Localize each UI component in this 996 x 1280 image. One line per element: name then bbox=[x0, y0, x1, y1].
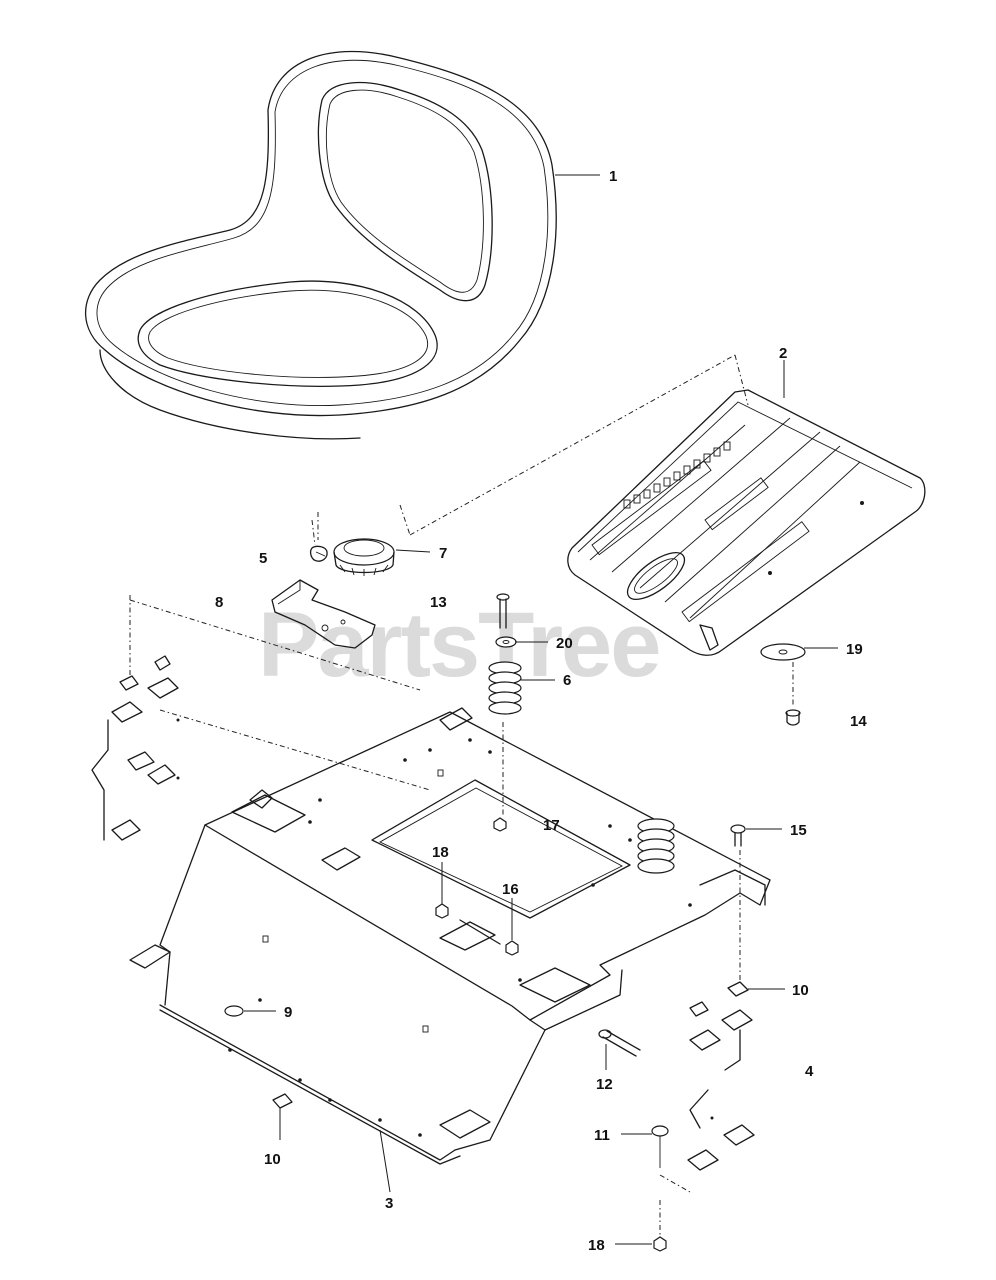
clevis-pin bbox=[651, 1125, 669, 1168]
callout-labels: 1 2 3 4 5 6 7 8 9 10 10 11 12 13 14 15 1… bbox=[215, 168, 867, 1254]
callout-15: 15 bbox=[790, 822, 807, 839]
seat-frame bbox=[129, 707, 771, 1165]
plug bbox=[224, 1005, 244, 1017]
callout-4: 4 bbox=[805, 1063, 814, 1080]
alignment-lines bbox=[129, 354, 794, 1235]
washer bbox=[495, 636, 517, 648]
nut-lower bbox=[653, 1236, 667, 1252]
callout-10b: 10 bbox=[264, 1151, 281, 1168]
long-bolt bbox=[598, 1029, 641, 1057]
callout-5: 5 bbox=[259, 550, 267, 567]
callout-18a: 18 bbox=[432, 844, 449, 861]
seat-switch bbox=[333, 538, 395, 576]
callout-19: 19 bbox=[846, 641, 863, 658]
callout-13: 13 bbox=[430, 594, 447, 611]
callout-3: 3 bbox=[385, 1195, 393, 1212]
callout-9: 9 bbox=[284, 1004, 292, 1021]
left-bracket bbox=[91, 655, 180, 841]
callout-12: 12 bbox=[596, 1076, 613, 1093]
callout-20: 20 bbox=[556, 635, 573, 652]
flange-bolt bbox=[730, 824, 746, 847]
leader-lines bbox=[244, 174, 838, 1245]
callout-17: 17 bbox=[543, 817, 560, 834]
seat bbox=[84, 50, 557, 440]
pin-bolt bbox=[459, 919, 519, 956]
callout-7: 7 bbox=[439, 545, 447, 562]
nut-left bbox=[435, 903, 449, 919]
callout-14: 14 bbox=[850, 713, 867, 730]
watermark: PartsTree bbox=[258, 594, 659, 696]
shoulder-bolt bbox=[785, 709, 801, 726]
switch-bracket bbox=[271, 579, 376, 649]
switch-clip bbox=[310, 545, 328, 562]
large-washer bbox=[760, 643, 806, 661]
callout-11: 11 bbox=[594, 1127, 610, 1144]
nut bbox=[493, 817, 507, 832]
cage-nut-bottom bbox=[272, 1093, 293, 1109]
callout-2: 2 bbox=[779, 345, 787, 362]
seat-pan bbox=[567, 389, 926, 656]
bolt bbox=[496, 593, 510, 629]
callout-8: 8 bbox=[215, 594, 223, 611]
seat-spring-rear bbox=[637, 818, 675, 874]
cage-nut-right bbox=[727, 981, 749, 997]
right-bracket bbox=[687, 1001, 755, 1171]
callout-16: 16 bbox=[502, 881, 519, 898]
seat-spring bbox=[488, 661, 522, 715]
callout-1: 1 bbox=[609, 168, 617, 185]
callout-6: 6 bbox=[563, 672, 571, 689]
callout-18b: 18 bbox=[588, 1237, 605, 1254]
callout-10a: 10 bbox=[792, 982, 809, 999]
